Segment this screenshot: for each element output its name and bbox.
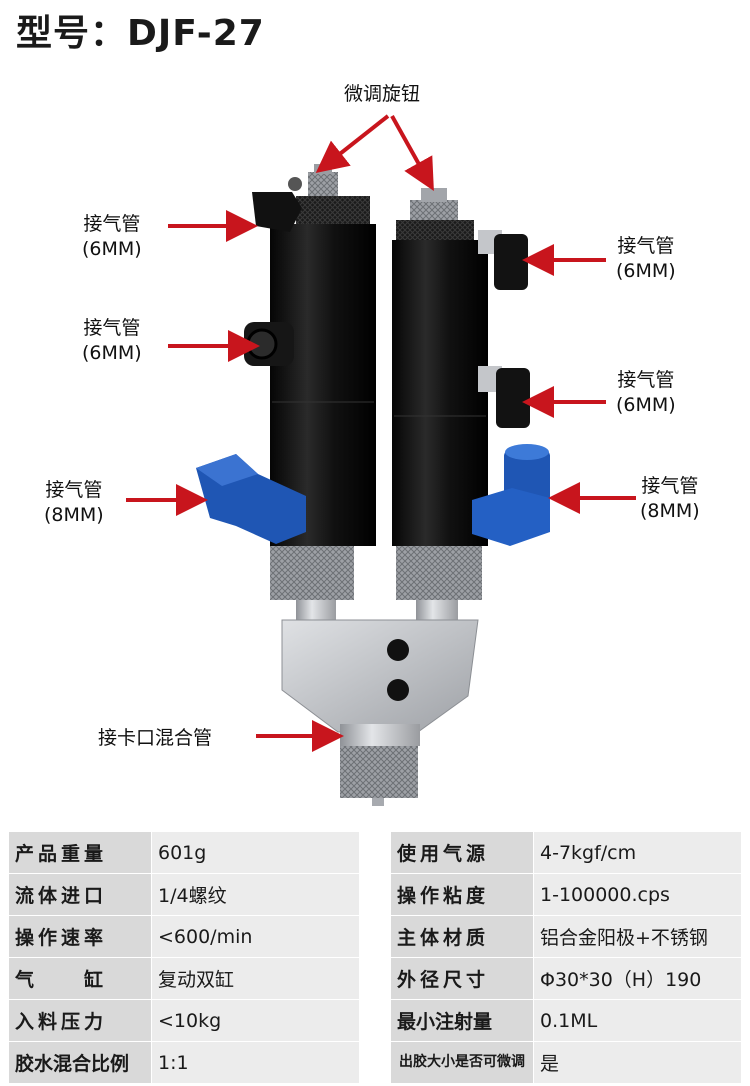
left-cylinder — [244, 177, 376, 546]
spec-gap — [359, 999, 391, 1042]
spec-value: 4-7kgf/cm — [533, 831, 742, 874]
arrow-knob-right — [390, 115, 434, 191]
left-lower-knurl — [270, 546, 354, 600]
spec-value: <10kg — [151, 999, 360, 1042]
spec-row: 入料压力 <10kg 最小注射量 0.1ML — [8, 999, 742, 1042]
spec-row: 操作速率 <600/min 主体材质 铝合金阳极+不锈钢 — [8, 915, 742, 958]
mixer-collar — [340, 724, 420, 746]
spec-value: 1/4螺纹 — [151, 873, 360, 916]
spec-value: 601g — [151, 831, 360, 874]
label-left-mid: 接气管(6MM) — [82, 317, 142, 364]
valve-illustration — [126, 114, 636, 806]
right-lower-knurl — [396, 546, 482, 600]
spec-value: 0.1ML — [533, 999, 742, 1042]
right-fine-knob — [410, 188, 458, 222]
left-blue-fitting — [196, 454, 306, 544]
spec-value: 是 — [533, 1041, 742, 1084]
product-diagram: 微调旋钮 接气管(6MM) 接气管(6MM) 接气管(8MM) 接气管(6MM)… — [0, 60, 750, 830]
spec-value: 铝合金阳极+不锈钢 — [533, 915, 742, 958]
spec-gap — [359, 1041, 391, 1084]
spec-key: 操作粘度 — [390, 873, 534, 916]
spec-gap — [359, 873, 391, 916]
callout-arrows — [126, 114, 636, 752]
spec-value: 复动双缸 — [151, 957, 360, 1000]
label-left-top: 接气管(6MM) — [82, 213, 142, 260]
spec-key: 气 缸 — [8, 957, 152, 1000]
spec-value: <600/min — [151, 915, 360, 958]
spec-row: 流体进口 1/4螺纹 操作粘度 1-100000.cps — [8, 873, 742, 916]
arrow-knob-left — [315, 114, 390, 173]
spec-key: 胶水混合比例 — [8, 1041, 152, 1084]
spec-value: Φ30*30（H）190 — [533, 957, 742, 1000]
label-mixer: 接卡口混合管 — [98, 727, 213, 749]
right-cylinder — [392, 220, 530, 546]
label-right-low: 接气管(8MM) — [640, 475, 700, 522]
spec-gap — [359, 915, 391, 958]
spec-value: 1-100000.cps — [533, 873, 742, 916]
spec-gap — [359, 957, 391, 1000]
mixer-knurl — [340, 746, 418, 798]
spec-key: 流体进口 — [8, 873, 152, 916]
spec-key: 产品重量 — [8, 831, 152, 874]
spec-key: 出胶大小是否可微调 — [390, 1041, 534, 1084]
spec-key: 使用气源 — [390, 831, 534, 874]
spec-key: 外径尺寸 — [390, 957, 534, 1000]
mixing-block — [281, 619, 479, 733]
page-title: 型号：DJF-27 — [16, 13, 265, 54]
label-right-top: 接气管(6MM) — [616, 235, 676, 282]
spec-value: 1:1 — [151, 1041, 360, 1084]
label-fine-knob: 微调旋钮 — [344, 83, 421, 105]
label-right-mid: 接气管(6MM) — [616, 369, 676, 416]
spec-row: 产品重量 601g 使用气源 4-7kgf/cm — [8, 831, 742, 874]
spec-key: 最小注射量 — [390, 999, 534, 1042]
spec-table: 产品重量 601g 使用气源 4-7kgf/cm 流体进口 1/4螺纹 操作粘度… — [8, 831, 742, 1084]
spec-row: 气 缸 复动双缸 外径尺寸 Φ30*30（H）190 — [8, 957, 742, 1000]
spec-key: 入料压力 — [8, 999, 152, 1042]
label-left-low: 接气管(8MM) — [44, 479, 104, 526]
spec-gap — [359, 831, 391, 874]
spec-row: 胶水混合比例 1:1 出胶大小是否可微调 是 — [8, 1041, 742, 1084]
spec-key: 主体材质 — [390, 915, 534, 958]
right-blue-fitting — [472, 444, 550, 546]
spec-key: 操作速率 — [8, 915, 152, 958]
nozzle-tip — [372, 798, 384, 806]
